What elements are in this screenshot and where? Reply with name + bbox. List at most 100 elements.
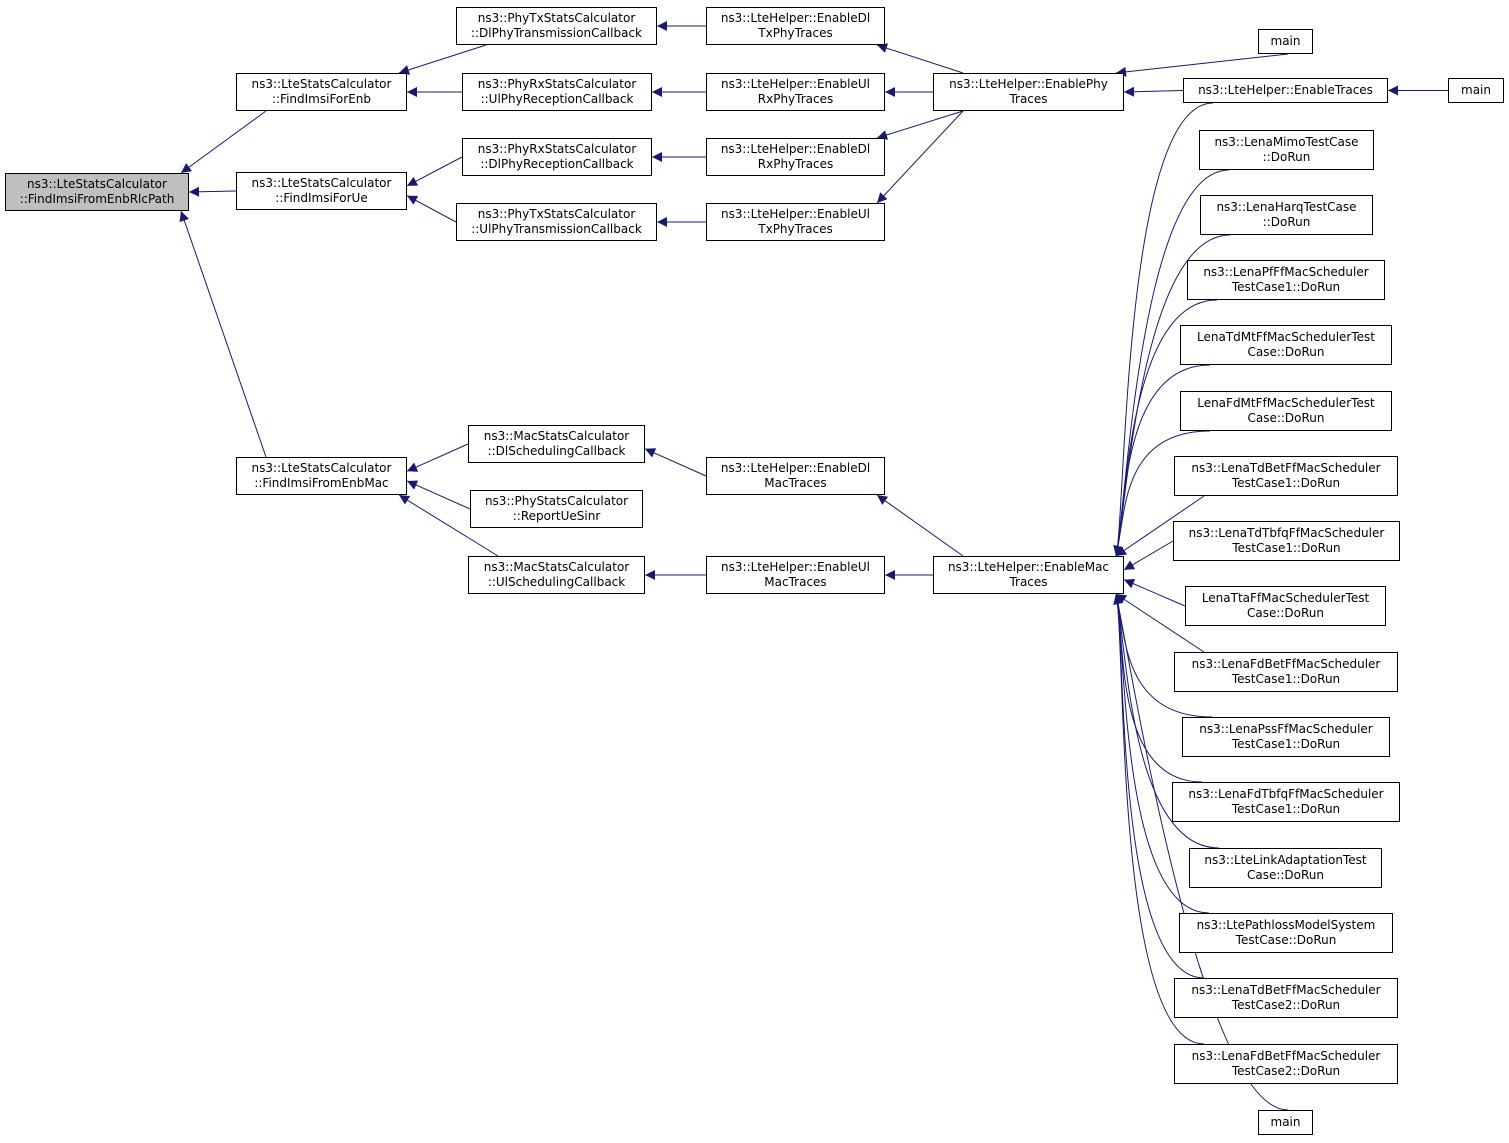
- node-label-line: ::DoRun: [1262, 215, 1311, 229]
- node-label-line: ::UlPhyTransmissionCallback: [471, 222, 642, 236]
- node-label-line: TxPhyTraces: [758, 222, 833, 236]
- node-label-line: main: [1461, 83, 1491, 97]
- edge-emac-to-edlmac: [876, 494, 964, 557]
- node-label-line: TxPhyTraces: [758, 26, 833, 40]
- edge-fiue-to-root: [188, 186, 237, 197]
- node-label-line: TestCase1::DoRun: [1231, 672, 1341, 686]
- edge-main1-to-ephy: [1115, 53, 1289, 77]
- node-label-line: ns3::PhyTxStatsCalculator: [477, 11, 636, 25]
- node-label-line: ns3::PhyRxStatsCalculator: [477, 77, 637, 91]
- node-label-line: ns3::LenaPfFfMacScheduler: [1203, 265, 1369, 279]
- node-label-line: MacTraces: [764, 476, 827, 490]
- node-label-line: ns3::LteHelper::EnableTraces: [1198, 83, 1373, 97]
- node-mimo[interactable]: ns3::LenaMimoTestCase::DoRun: [1199, 130, 1374, 170]
- node-dlsch[interactable]: ns3::MacStatsCalculator::DlSchedulingCal…: [468, 425, 645, 463]
- node-label-line: ns3::LteHelper::EnableDl: [720, 11, 871, 25]
- node-fimac[interactable]: ns3::LteStatsCalculator::FindImsiFromEnb…: [236, 457, 407, 495]
- node-sinr[interactable]: ns3::PhyStatsCalculator::ReportUeSinr: [470, 490, 643, 528]
- node-label-line: LenaTtaFfMacSchedulerTest: [1201, 591, 1370, 605]
- node-label-line: Case::DoRun: [1247, 411, 1325, 425]
- node-dltxcb[interactable]: ns3::PhyTxStatsCalculator::DlPhyTransmis…: [456, 7, 657, 45]
- edge-ephy-to-eultx: [876, 110, 964, 204]
- node-label-line: main: [1270, 1115, 1301, 1129]
- node-etraces[interactable]: ns3::LteHelper::EnableTraces: [1183, 78, 1388, 103]
- node-label-line: ns3::LteHelper::EnableUl: [721, 77, 870, 91]
- edge-pathloss-to-emac: [1113, 593, 1210, 914]
- node-label-line: ns3::LteHelper::EnableUl: [721, 207, 870, 221]
- edge-fimac-to-root: [179, 210, 267, 458]
- node-label-line: ::UlPhyReceptionCallback: [480, 92, 634, 106]
- node-label-line: TestCase2::DoRun: [1231, 1064, 1341, 1078]
- node-label-line: ns3::MacStatsCalculator: [483, 560, 630, 574]
- node-ulrxcb[interactable]: ns3::PhyRxStatsCalculator::UlPhyReceptio…: [462, 73, 652, 111]
- node-label-line: ::FindImsiForEnb: [271, 92, 372, 106]
- node-label-line: ns3::LenaFdBetFfMacScheduler: [1191, 657, 1381, 671]
- node-label-line: ns3::LteHelper::EnableUl: [721, 560, 870, 574]
- node-fife[interactable]: ns3::LteStatsCalculator::FindImsiForEnb: [236, 73, 407, 111]
- node-label-line: ns3::LteStatsCalculator: [251, 77, 392, 91]
- node-label-line: Traces: [1009, 575, 1048, 589]
- node-ulsch[interactable]: ns3::MacStatsCalculator::UlSchedulingCal…: [468, 556, 645, 594]
- node-label-line: ns3::LtePathlossModelSystem: [1196, 918, 1376, 932]
- node-dlrxcb[interactable]: ns3::PhyRxStatsCalculator::DlPhyReceptio…: [462, 138, 652, 176]
- node-label-line: TestCase1::DoRun: [1231, 476, 1341, 490]
- node-label-line: LenaTdMtFfMacSchedulerTest: [1197, 330, 1375, 344]
- edge-ultxcb-to-fiue: [406, 195, 457, 223]
- node-root: ns3::LteStatsCalculator::FindImsiFromEnb…: [5, 173, 189, 211]
- node-main1[interactable]: main: [1258, 29, 1313, 54]
- edge-fife-to-root: [180, 110, 267, 174]
- edge-etraces-to-ephy: [1123, 86, 1184, 97]
- node-harq[interactable]: ns3::LenaHarqTestCase::DoRun: [1200, 195, 1373, 235]
- node-label-line: Case::DoRun: [1246, 606, 1325, 620]
- edge-etraces-to-emac: [1113, 102, 1214, 557]
- edge-ephy-to-edltx: [876, 43, 964, 74]
- node-label-line: ::FindImsiFromEnbRlcPath: [19, 192, 175, 206]
- edge-fdmt-to-emac: [1113, 430, 1211, 557]
- node-label-line: TestCase1::DoRun: [1232, 541, 1341, 555]
- node-ultxcb[interactable]: ns3::PhyTxStatsCalculator::UlPhyTransmis…: [456, 203, 657, 241]
- node-label-line: ::DlPhyReceptionCallback: [480, 157, 634, 171]
- node-label-line: TestCase::DoRun: [1235, 933, 1337, 947]
- edge-dltxcb-to-fife: [398, 44, 487, 75]
- node-label-line: MacTraces: [764, 575, 827, 589]
- node-label-line: LenaFdMtFfMacSchedulerTest: [1197, 396, 1375, 410]
- node-label-line: TestCase1::DoRun: [1231, 802, 1341, 816]
- node-label-line: ns3::PhyRxStatsCalculator: [477, 142, 637, 156]
- node-label-line: ns3::LenaTdBetFfMacScheduler: [1191, 983, 1381, 997]
- node-label-line: ::UlSchedulingCallback: [487, 575, 626, 589]
- node-fiue[interactable]: ns3::LteStatsCalculator::FindImsiForUe: [236, 172, 407, 210]
- edge-ephy-to-edlrx: [876, 110, 964, 140]
- node-label-line: ns3::LteStatsCalculator: [251, 461, 392, 475]
- edge-ulsch-to-fimac: [398, 494, 499, 557]
- node-label-line: Case::DoRun: [1247, 345, 1325, 359]
- node-label-line: ::DlSchedulingCallback: [487, 444, 626, 458]
- node-label-line: ns3::PhyStatsCalculator: [484, 494, 629, 508]
- edge-linkad-to-emac: [1113, 593, 1220, 849]
- node-main2[interactable]: main: [1448, 78, 1504, 103]
- node-label-line: ::DoRun: [1262, 150, 1311, 164]
- node-main3[interactable]: main: [1258, 1110, 1313, 1135]
- node-label-line: TestCase2::DoRun: [1231, 998, 1341, 1012]
